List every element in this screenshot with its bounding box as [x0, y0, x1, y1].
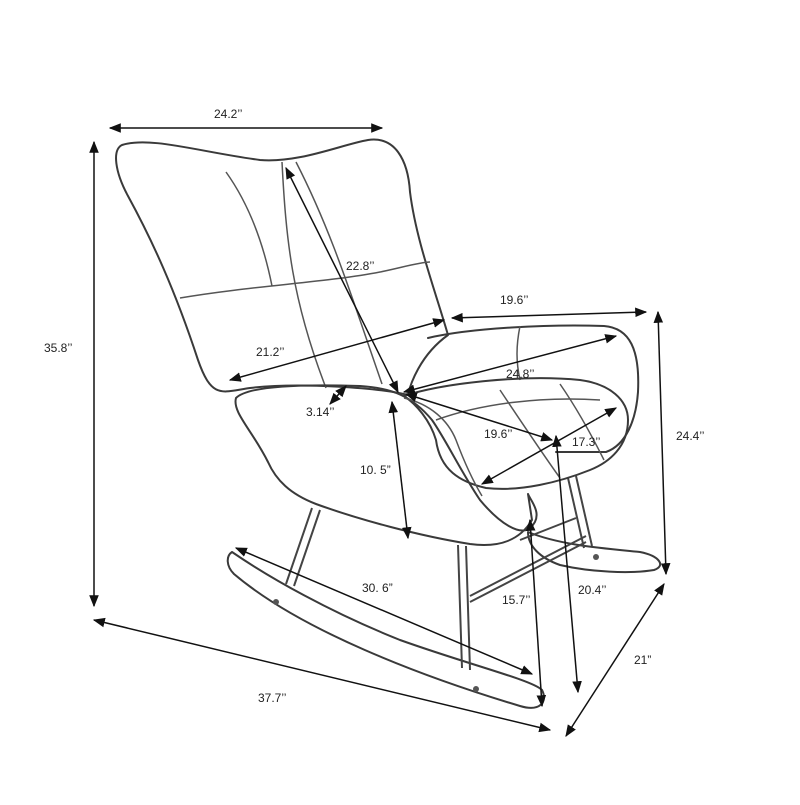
dim-line-rocker-length	[234, 547, 534, 675]
leg-front-left	[285, 507, 321, 587]
dim-line-overall-depth	[565, 582, 665, 738]
leg-front-right	[457, 544, 471, 671]
label-back-height: 22.8’’	[346, 259, 374, 273]
dim-line-overall-length	[92, 617, 552, 733]
chair-outline	[115, 138, 662, 709]
dim-line-seat-front	[480, 407, 618, 485]
seat-cushion	[403, 377, 629, 490]
right-armrest	[427, 324, 640, 453]
backrest-seam	[225, 171, 273, 287]
label-seat-width: 19.6’’	[484, 427, 512, 441]
label-floor-to-arm: 20.4’’	[578, 583, 606, 597]
dim-line-seat-depth	[402, 334, 618, 394]
right-rocker	[527, 531, 662, 574]
label-rocker-length: 30. 6”	[362, 581, 393, 595]
dim-line-arm-top-height	[653, 310, 671, 576]
label-arm-to-arm: 19.6’’	[500, 293, 528, 307]
dim-line-arm-height	[388, 400, 412, 540]
dim-line-arm-to-arm	[450, 307, 648, 323]
label-seat-front: 17.3’’	[572, 435, 600, 449]
backrest-seam	[281, 161, 327, 389]
rocker-bolt	[473, 686, 479, 692]
label-overall-height: 35.8’’	[44, 341, 72, 355]
label-top-width: 24.2’’	[214, 107, 242, 121]
armrest-seam	[403, 397, 483, 497]
label-seat-height: 15.7’’	[502, 593, 530, 607]
label-seat-depth: 24.8’’	[506, 367, 534, 381]
label-arm-height: 10. 5”	[360, 463, 391, 477]
dim-line-seat-height	[525, 518, 547, 708]
dim-line-back-width	[228, 318, 446, 382]
label-overall-length: 37.7’’	[258, 691, 286, 705]
left-rocker	[226, 551, 545, 709]
dimension-lines	[89, 123, 671, 738]
dim-line-back-height	[285, 166, 399, 394]
label-arm-top-height: 24.4’’	[676, 429, 704, 443]
backrest-seam	[179, 261, 431, 299]
rocker-bolt	[593, 554, 599, 560]
label-arm-width: 3.14’’	[306, 405, 334, 419]
dim-line-arm-width	[329, 385, 347, 405]
dimension-labels: 24.2’’ 35.8’’ 22.8’’ 21.2’’ 3.14’’ 19.6’…	[44, 107, 704, 705]
label-back-width: 21.2’’	[256, 345, 284, 359]
leg-back	[567, 475, 593, 549]
label-overall-depth: 21”	[634, 653, 651, 667]
rocker-bolt	[273, 599, 279, 605]
